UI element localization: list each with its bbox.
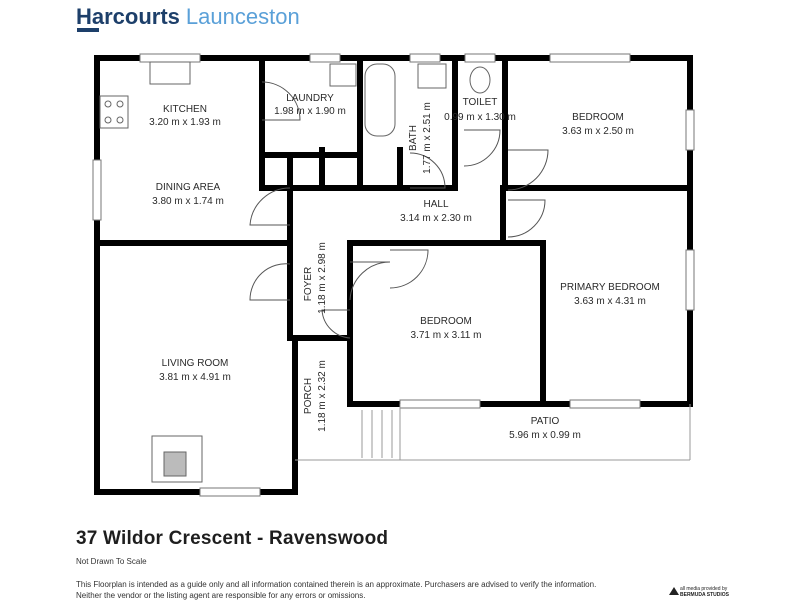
- hall-dims: 3.14 m x 2.30 m: [400, 213, 472, 224]
- bedroom-2-label: BEDROOM: [420, 316, 472, 327]
- hall-label: HALL: [423, 199, 448, 210]
- bedroom-1-label: BEDROOM: [572, 112, 624, 123]
- toilet-fixture: [469, 66, 491, 94]
- media-credit: all media provided by BERMUDA STUDIOS: [680, 586, 729, 598]
- porch-label: PORCH: [303, 378, 314, 414]
- brand-name-bold: Harcourts: [76, 4, 180, 29]
- credit-big: BERMUDA STUDIOS: [680, 592, 729, 598]
- bedroom-1-dims: 3.63 m x 2.50 m: [562, 126, 634, 137]
- toilet-dims: 0.99 m x 1.30 m: [444, 112, 516, 123]
- bermuda-logo-icon: [669, 587, 679, 595]
- laundry-tub: [329, 63, 357, 87]
- brand-name-light: Launceston: [185, 4, 300, 29]
- bath-label: BATH: [408, 125, 419, 151]
- credit-small: all media provided by: [680, 586, 728, 592]
- room-labels: KITCHEN 3.20 m x 1.93 m LAUNDRY 1.98 m x…: [149, 93, 660, 441]
- kitchen-sink: [149, 61, 191, 85]
- living-label: LIVING ROOM: [162, 358, 229, 369]
- laundry-dims: 1.98 m x 1.90 m: [274, 106, 346, 117]
- foyer-label: FOYER: [303, 267, 314, 301]
- property-address: 37 Wildor Crescent - Ravenswood: [76, 528, 389, 549]
- disclaimer-line-1: This Floorplan is intended as a guide on…: [76, 580, 597, 589]
- disclaimer: This Floorplan is intended as a guide on…: [76, 579, 676, 601]
- laundry-label: LAUNDRY: [286, 93, 334, 104]
- brand-underline: [77, 28, 99, 32]
- foyer-dims: 1.18 m x 2.98 m: [317, 242, 328, 314]
- bedroom-2-dims: 3.71 m x 3.11 m: [411, 330, 482, 341]
- porch-dims: 1.18 m x 2.32 m: [317, 360, 328, 432]
- living-dims: 3.81 m x 4.91 m: [159, 372, 231, 383]
- primary-bedroom-dims: 3.63 m x 4.31 m: [574, 296, 646, 307]
- patio-outline: [295, 404, 691, 461]
- bath-dims: 1.77 m x 2.51 m: [422, 102, 433, 174]
- doors: [249, 81, 549, 339]
- primary-bedroom-label: PRIMARY BEDROOM: [560, 282, 660, 293]
- kitchen-dims: 3.20 m x 1.93 m: [149, 117, 221, 128]
- toilet-label: TOILET: [463, 97, 498, 108]
- patio-dims: 5.96 m x 0.99 m: [509, 430, 581, 441]
- bath-basin: [417, 63, 447, 89]
- dining-dims: 3.80 m x 1.74 m: [152, 196, 224, 207]
- dining-label: DINING AREA: [156, 182, 221, 193]
- kitchen-label: KITCHEN: [163, 104, 207, 115]
- disclaimer-line-2: Neither the vendor or the listing agent …: [76, 591, 366, 600]
- bathtub: [364, 63, 396, 137]
- scale-note: Not Drawn To Scale: [76, 557, 147, 566]
- patio-label: PATIO: [531, 416, 560, 427]
- cooktop: [99, 95, 129, 129]
- fixtures: [99, 61, 491, 483]
